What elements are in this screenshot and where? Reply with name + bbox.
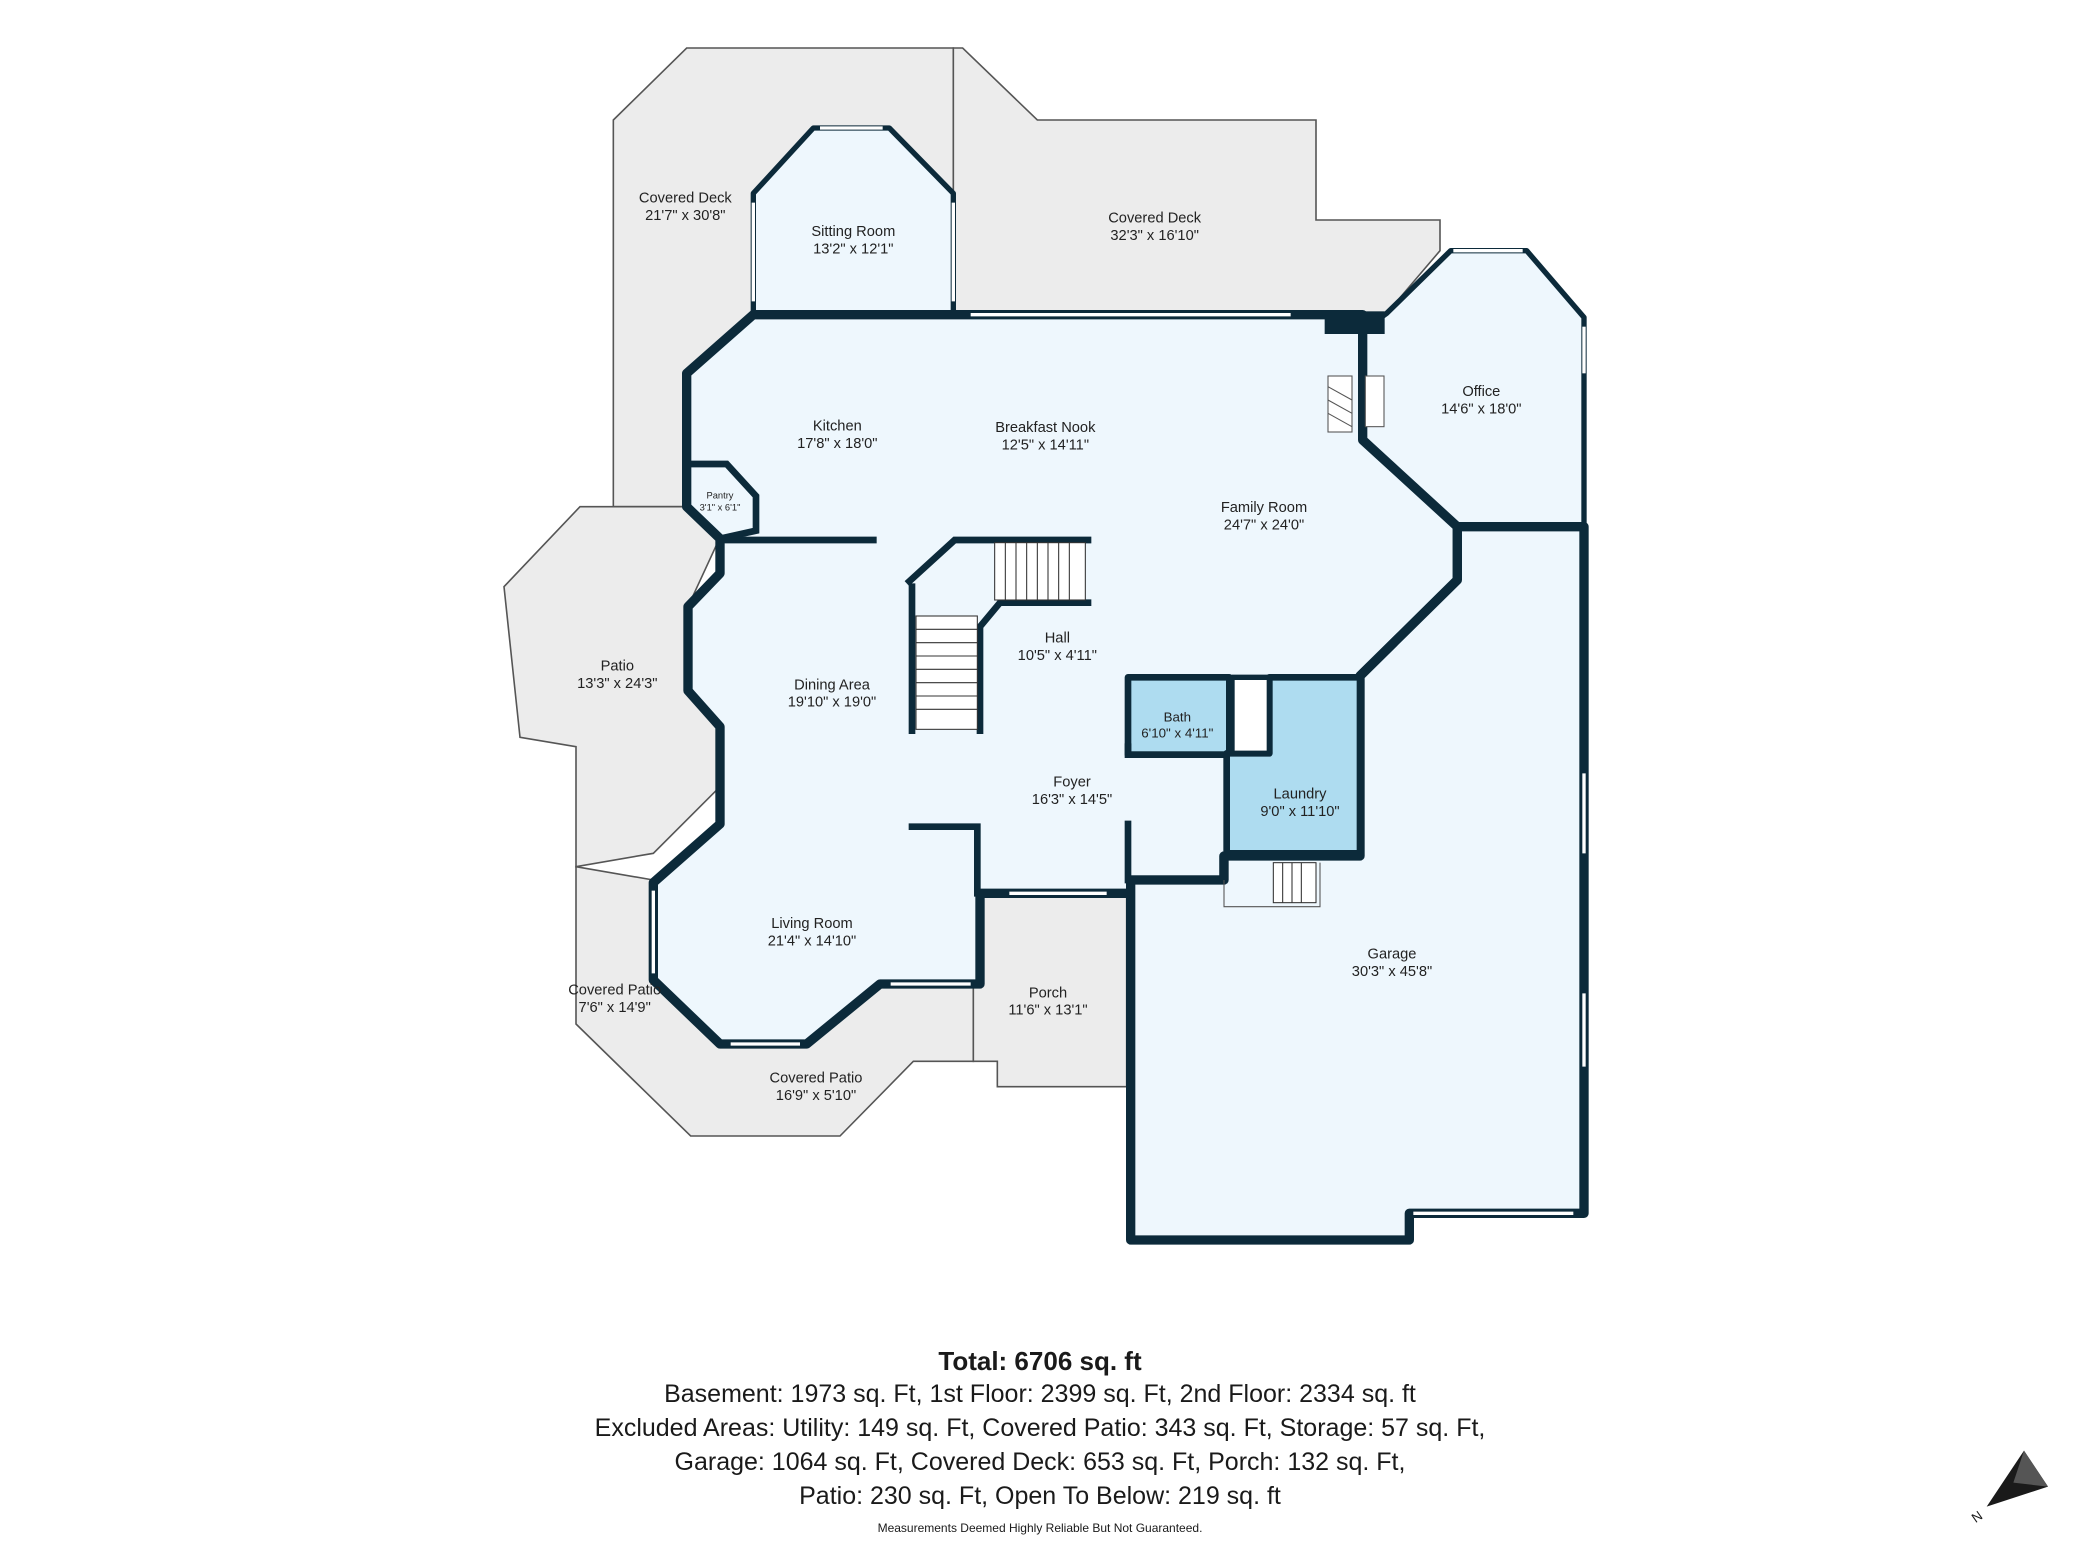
family-room-name: Family Room <box>1221 500 1307 516</box>
fireplace <box>1327 375 1385 433</box>
porch-name: Porch <box>1029 985 1067 1001</box>
excluded-areas-line-1: Excluded Areas: Utility: 149 sq. Ft, Cov… <box>594 1414 1486 1442</box>
pantry-wall <box>686 460 760 543</box>
excluded-areas-line-3: Patio: 230 sq. Ft, Open To Below: 219 sq… <box>799 1482 1281 1510</box>
kitchen-name: Kitchen <box>813 419 862 435</box>
breakfast-nook-dims: 12'5" x 14'11" <box>1002 437 1089 453</box>
patio-name: Patio <box>601 659 634 675</box>
disclaimer: Measurements Deemed Highly Reliable But … <box>877 1521 1203 1535</box>
office-name: Office <box>1462 384 1500 400</box>
covered-patio-west-name: Covered Patio <box>568 983 661 999</box>
patio-dims: 13'3" x 24'3" <box>577 676 657 692</box>
stair-wall <box>904 536 1092 587</box>
living-room-dims: 21'4" x 14'10" <box>768 933 857 949</box>
covered-patio-south-name: Covered Patio <box>770 1071 863 1087</box>
sitting-room-dims: 13'2" x 12'1" <box>813 241 893 257</box>
total-area: Total: 6706 sq. ft <box>938 1346 1142 1376</box>
stair-east-wall <box>976 599 1092 734</box>
excluded-areas-line-2: Garage: 1064 sq. Ft, Covered Deck: 653 s… <box>674 1448 1406 1476</box>
stairs-upper <box>994 542 1086 601</box>
bath-dims: 6'10" x 4'11" <box>1141 725 1213 740</box>
breakfast-nook-name: Breakfast Nook <box>995 420 1096 436</box>
hall-dims: 10'5" x 4'11" <box>1018 648 1097 664</box>
stairs-garage <box>1272 862 1317 904</box>
porch-dims: 11'6" x 13'1" <box>1008 1003 1087 1019</box>
fireplace-block <box>1324 311 1385 334</box>
interior-walls <box>686 311 1385 897</box>
stairs-upper-treads <box>1004 542 1070 600</box>
interior-floor <box>648 125 1589 1245</box>
covered-deck-north-name: Covered Deck <box>1108 211 1202 227</box>
stairs <box>915 542 1321 908</box>
family-room-dims: 24'7" x 24'0" <box>1224 517 1304 533</box>
stairs-lower-treads <box>916 628 978 710</box>
garage-dims: 30'3" x 45'8" <box>1352 964 1432 980</box>
label-porch: Porch 11'6" x 13'1" <box>1008 985 1087 1018</box>
kitchen-dims: 17'8" x 18'0" <box>797 436 877 452</box>
covered-deck-west-name: Covered Deck <box>639 191 733 207</box>
garage-stoop <box>1223 862 1321 908</box>
hall-name: Hall <box>1045 631 1070 647</box>
dining-area-name: Dining Area <box>794 677 871 693</box>
garage-name: Garage <box>1368 947 1417 963</box>
covered-patio-west-dims: 7'6" x 14'9" <box>579 1000 651 1016</box>
bath-name: Bath <box>1164 709 1191 724</box>
foyer-dims: 16'3" x 14'5" <box>1032 792 1112 808</box>
living-room-name: Living Room <box>771 916 852 932</box>
office-dims: 14'6" x 18'0" <box>1441 401 1521 417</box>
label-dining-area: Dining Area 19'10" x 19'0" <box>788 677 877 710</box>
foyer-south-wall <box>1124 820 1228 884</box>
covered-deck-north-area <box>952 47 1441 315</box>
sitting-room-name: Sitting Room <box>811 224 895 240</box>
entry-wall <box>908 823 981 897</box>
label-pantry: Pantry 3'1" x 6'1" <box>700 491 741 513</box>
dining-area-dims: 19'10" x 19'0" <box>788 695 877 711</box>
covered-patio-south-dims: 16'9" x 5'10" <box>776 1088 856 1104</box>
stairs-lower <box>915 615 978 730</box>
floor-areas: Basement: 1973 sq. Ft, 1st Floor: 2399 s… <box>664 1380 1416 1408</box>
stairs-garage-treads <box>1282 862 1302 903</box>
laundry-dims: 9'0" x 11'10" <box>1260 804 1339 820</box>
closet-floor <box>1229 674 1272 756</box>
foyer-east-wall <box>1124 743 1228 758</box>
laundry-name: Laundry <box>1274 787 1328 803</box>
foyer-name: Foyer <box>1053 775 1091 791</box>
pantry-dims: 3'1" x 6'1" <box>700 503 741 513</box>
pantry-name: Pantry <box>707 491 734 501</box>
windows <box>651 126 1586 1215</box>
covered-deck-west-dims: 21'7" x 30'8" <box>645 208 725 224</box>
covered-deck-north-dims: 32'3" x 16'10" <box>1110 228 1199 244</box>
